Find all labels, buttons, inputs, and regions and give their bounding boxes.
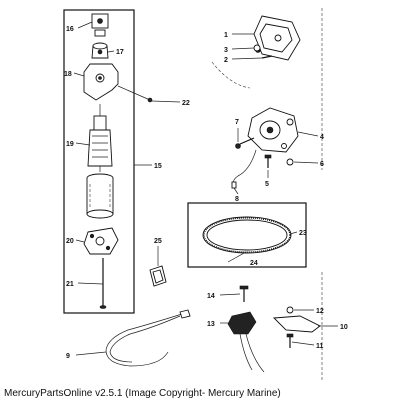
callout-24: 24 (250, 260, 258, 267)
bracket-10 (272, 315, 321, 333)
solenoid (253, 15, 301, 61)
callout-14: 14 (207, 293, 215, 300)
starter-motor-assembly (63, 9, 153, 314)
nut-3 (253, 44, 261, 52)
callout-20: 20 (66, 238, 74, 245)
callout-19: 19 (66, 141, 74, 148)
callout-15: 15 (154, 163, 162, 170)
callout-8: 8 (235, 196, 239, 203)
starter-solenoid-assembly (239, 107, 299, 153)
callout-6: 6 (320, 161, 324, 168)
battery-cable-9 (105, 309, 191, 367)
callout-11: 11 (316, 343, 324, 350)
callout-18: 18 (64, 71, 72, 78)
callout-25: 25 (154, 238, 162, 245)
leader-lines (73, 21, 338, 356)
ring-gear-assembly (187, 202, 307, 268)
nut-12 (286, 306, 294, 314)
callout-10: 10 (340, 324, 348, 331)
callout-7: 7 (235, 119, 239, 126)
dashed-guide-mid (211, 61, 251, 89)
callout-23: 23 (299, 230, 307, 237)
callout-12: 12 (316, 308, 324, 315)
callout-13: 13 (207, 321, 215, 328)
lead-terminal (231, 181, 237, 189)
callout-3: 3 (224, 47, 228, 54)
terminal-block-13 (227, 311, 265, 373)
callout-22: 22 (182, 100, 190, 107)
bolt-7 (235, 143, 241, 149)
lead-wire-8 (233, 149, 257, 185)
callout-21: 21 (66, 281, 74, 288)
callout-2: 2 (224, 57, 228, 64)
callout-labels: 1 2 3 4 5 6 7 8 9 10 11 12 13 14 15 16 1… (64, 26, 348, 360)
callout-16: 16 (66, 26, 74, 33)
callout-4: 4 (320, 134, 324, 141)
callout-17: 17 (116, 49, 124, 56)
nut-6 (286, 158, 294, 166)
callout-9: 9 (66, 353, 70, 360)
grommet-25 (149, 265, 167, 287)
callout-5: 5 (265, 181, 269, 188)
image-caption: MercuryPartsOnline v2.5.1 (Image Copyrig… (4, 388, 281, 399)
callout-1: 1 (224, 32, 228, 39)
screw-2 (261, 55, 273, 59)
